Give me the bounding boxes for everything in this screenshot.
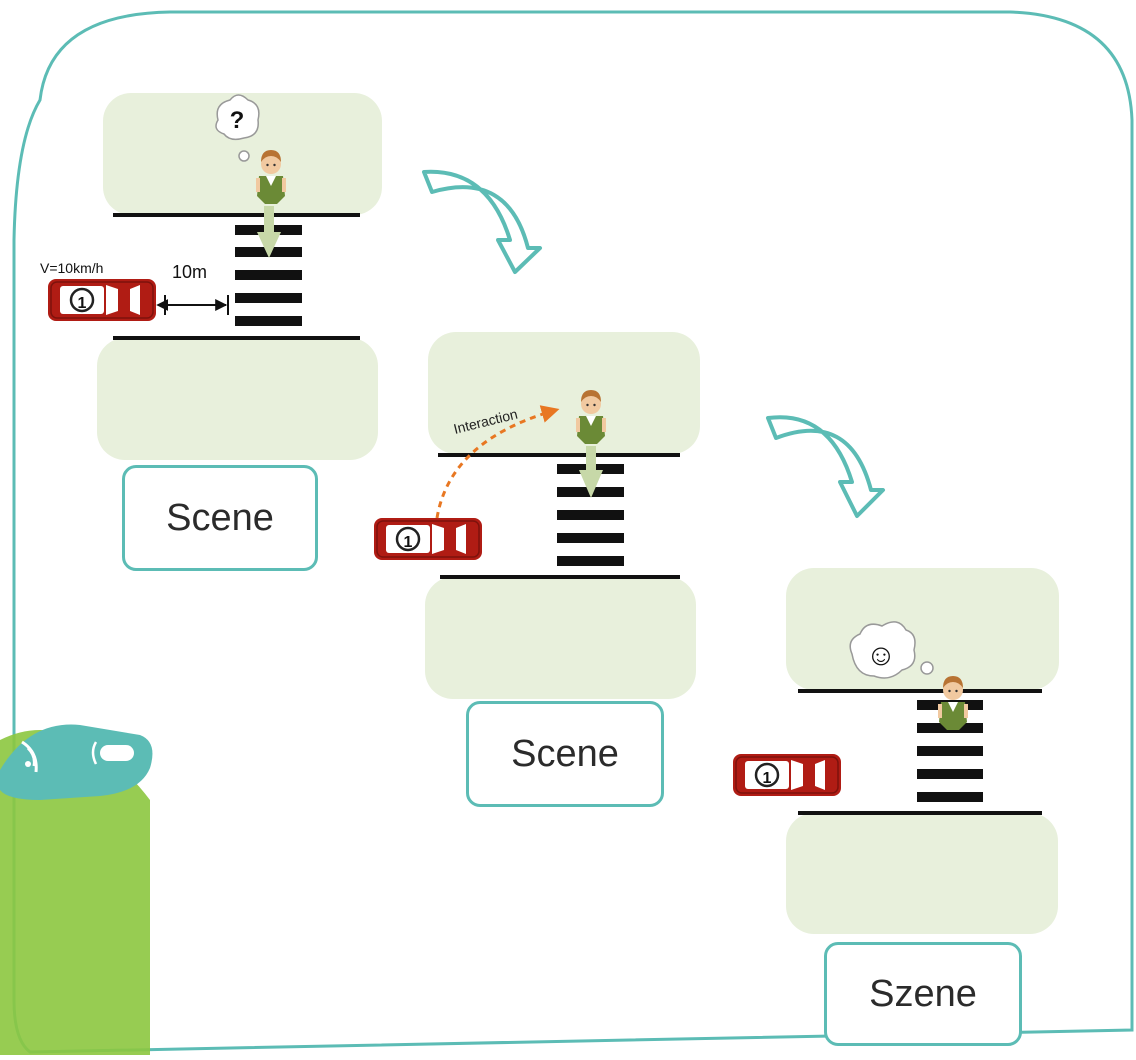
car-icon bbox=[731, 752, 843, 798]
curved-arrow-icon bbox=[766, 415, 885, 518]
thought-bubble-icon: ☺ bbox=[849, 621, 934, 679]
walk-arrow bbox=[579, 446, 603, 498]
scene-1: ? 1 V=10km/h 10m bbox=[40, 93, 382, 460]
curved-arrow-icon bbox=[422, 169, 542, 274]
sidewalk-top bbox=[428, 332, 700, 454]
car-number: 1 bbox=[404, 534, 413, 551]
scene-label-2: Scene bbox=[466, 701, 664, 807]
scene-label-1: Scene bbox=[122, 465, 318, 571]
walk-arrow bbox=[257, 206, 281, 258]
scene-label-3: Szene bbox=[824, 942, 1022, 1046]
thought-bubble-icon: ? bbox=[215, 94, 260, 162]
sidewalk-bottom bbox=[97, 338, 378, 460]
wifi-logo-icon bbox=[0, 724, 153, 1055]
car-icon bbox=[372, 516, 484, 562]
sidewalk-bottom bbox=[786, 813, 1058, 934]
outer-frame bbox=[12, 10, 1134, 1054]
thought-text: ? bbox=[230, 107, 245, 134]
scene-3: ☺ 1 bbox=[731, 568, 1059, 934]
car-icon bbox=[46, 277, 158, 323]
interaction-arrow bbox=[435, 405, 560, 519]
sidewalk-bottom bbox=[425, 577, 696, 699]
thought-text: ☺ bbox=[866, 639, 897, 672]
distance-label: 10m bbox=[172, 262, 207, 282]
car-number: 1 bbox=[763, 770, 772, 787]
car-number: 1 bbox=[78, 295, 87, 312]
scene-2: 1 Interaction bbox=[372, 332, 700, 699]
speed-label: V=10km/h bbox=[40, 260, 103, 276]
